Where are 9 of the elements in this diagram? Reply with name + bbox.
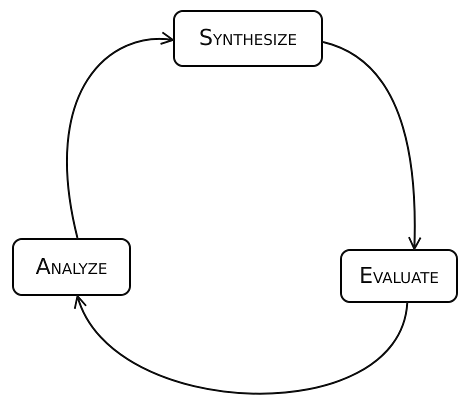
step-box	[340, 249, 458, 303]
step-label: Synthesize	[199, 26, 297, 51]
arrow	[76, 295, 408, 395]
step-box	[12, 238, 131, 296]
step-box	[173, 10, 323, 67]
step-label: Analyze	[36, 254, 108, 280]
arrow	[322, 41, 422, 250]
step-label: Evaluate	[359, 264, 439, 288]
arrow	[66, 32, 174, 238]
